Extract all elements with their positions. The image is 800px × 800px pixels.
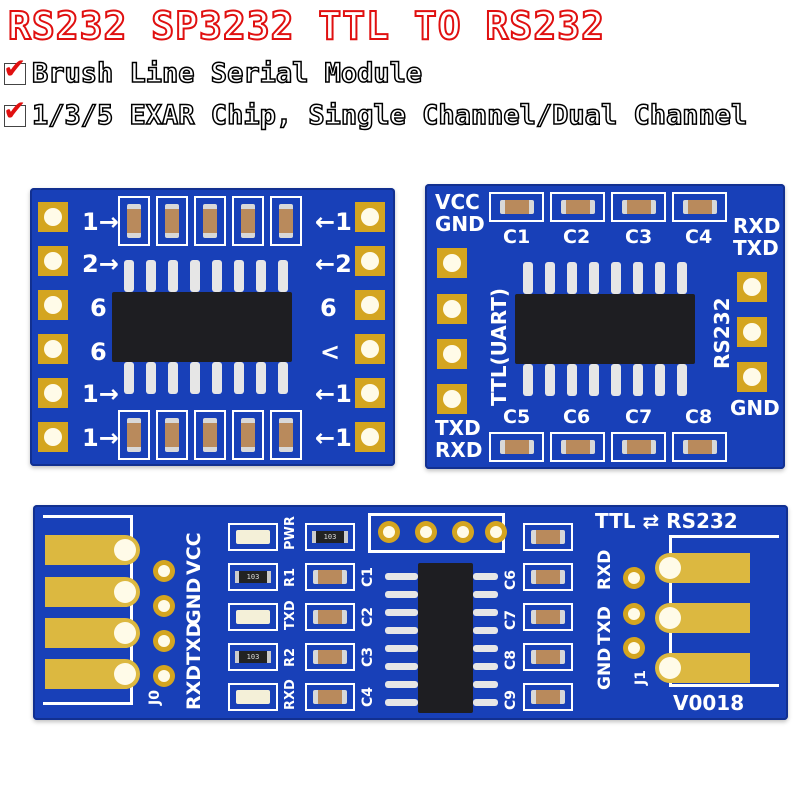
label-c8: C8 (503, 649, 519, 670)
silk-mark: ←1 (315, 208, 352, 236)
label-c3: C3 (625, 226, 653, 248)
silk-mark: 6 (90, 338, 107, 366)
label-c6: C6 (563, 406, 591, 428)
silk-mark: 2→ (82, 250, 119, 278)
label-direction: TTL ⇄ RS232 (595, 509, 738, 533)
feature-2-label: 1/3/5 EXAR Chip, Single Channel/Dual Cha… (31, 99, 748, 132)
label-rxd: RXD (733, 214, 781, 238)
label-c2: C2 (360, 606, 376, 627)
silk-mark: 1→ (82, 424, 119, 452)
silk-mark: ←1 (315, 424, 352, 452)
checkmark-icon (3, 94, 26, 127)
label-pwr: PWR (283, 516, 298, 550)
pad (737, 272, 767, 302)
capacitor (270, 196, 302, 246)
label-c5: C5 (503, 406, 531, 428)
headline: RS232 SP3232 TTL TO RS232 (7, 3, 605, 49)
pad (355, 422, 385, 452)
pad (38, 422, 68, 452)
capacitor (156, 196, 188, 246)
silk-mark: ←2 (315, 250, 352, 278)
module-b-pcb: VCC GND RXD TXD TXD RXD GND TTL(UART) RS… (425, 184, 785, 469)
capacitor (156, 410, 188, 460)
label-vcc: VCC (435, 190, 480, 214)
capacitor (118, 196, 150, 246)
label-rs232: RS232 (710, 297, 734, 369)
label-txd: TXD (733, 236, 779, 260)
pad (737, 317, 767, 347)
label-c1: C1 (503, 226, 531, 248)
capacitor (232, 196, 264, 246)
label-gnd: GND (183, 577, 205, 625)
feature-2: 1/3/5 EXAR Chip, Single Channel/Dual Cha… (3, 94, 748, 132)
ic-chip (112, 292, 292, 362)
label-txd: TXD (435, 416, 481, 440)
label-gnd: GND (595, 647, 615, 690)
capacitor (118, 410, 150, 460)
pad (38, 334, 68, 364)
label-r2: R2 (283, 647, 298, 667)
pad (437, 384, 467, 414)
label-r1: R1 (283, 567, 298, 587)
pad (38, 290, 68, 320)
label-txd: TXD (283, 600, 298, 630)
label-ttl-uart: TTL(UART) (487, 287, 511, 406)
label-c2: C2 (563, 226, 591, 248)
label-txd: TXD (595, 606, 615, 645)
label-txd: TXD (183, 621, 205, 665)
silk-mark: 6 (320, 294, 337, 322)
label-c7: C7 (503, 609, 519, 630)
ic-chip (418, 563, 473, 713)
pad (355, 334, 385, 364)
label-c4: C4 (360, 686, 376, 707)
label-vcc: VCC (183, 532, 205, 575)
label-version: V0018 (673, 691, 745, 715)
feature-1: Brush Line Serial Module (3, 52, 423, 90)
label-c3: C3 (360, 646, 376, 667)
ic-chip (515, 294, 695, 364)
label-rxd: RXD (283, 679, 298, 710)
label-rxd: RXD (183, 664, 205, 710)
label-c9: C9 (503, 689, 519, 710)
pad (737, 362, 767, 392)
capacitor (232, 410, 264, 460)
label-gnd: GND (435, 212, 485, 236)
silk-mark: 1→ (82, 208, 119, 236)
label-j1: J1 (633, 670, 649, 685)
label-c1: C1 (360, 566, 376, 587)
label-c8: C8 (685, 406, 713, 428)
feature-1-label: Brush Line Serial Module (31, 57, 423, 90)
silk-mark: 6 (90, 294, 107, 322)
pad (38, 246, 68, 276)
pad (38, 378, 68, 408)
label-gnd: GND (730, 396, 780, 420)
module-a-pcb: 1→ 2→ 6 6 1→ 1→ ←1 ←2 6 < ←1 ←1 (30, 188, 395, 466)
pad (437, 248, 467, 278)
label-rxd: RXD (595, 549, 615, 590)
pad (355, 290, 385, 320)
label-c4: C4 (685, 226, 713, 248)
silk-mark: 1→ (82, 380, 119, 408)
pad (355, 246, 385, 276)
label-j0: J0 (147, 690, 163, 705)
capacitor (194, 410, 226, 460)
pad (437, 339, 467, 369)
silk-mark: ←1 (315, 380, 352, 408)
pad (38, 202, 68, 232)
label-c7: C7 (625, 406, 653, 428)
label-rxd: RXD (435, 438, 483, 462)
checkmark-icon (3, 52, 26, 85)
capacitor (194, 196, 226, 246)
label-c6: C6 (503, 569, 519, 590)
pad (355, 378, 385, 408)
module-c-pcb: J0 VCC GND TXD RXD 103 103 PWR R1 TXD R2… (33, 505, 788, 720)
pad (355, 202, 385, 232)
pad (437, 294, 467, 324)
capacitor (270, 410, 302, 460)
silk-mark: < (320, 338, 341, 366)
